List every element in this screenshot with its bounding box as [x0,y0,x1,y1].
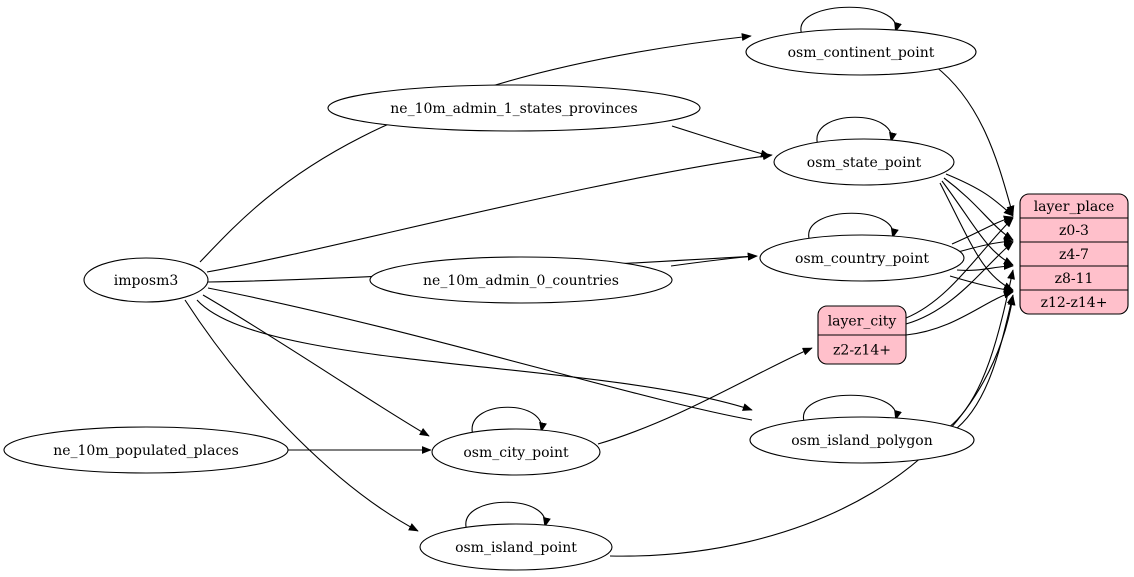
edge-state-z12_z14 [939,182,1014,291]
node-shape-ne_10m_admin_1_states_provinces [327,84,701,132]
node-osm_city_point[interactable]: osm_city_point [431,428,601,476]
record-row-layer_place-z4_7: z4-7 [1059,247,1089,263]
edge-island_polygon-z12_z14 [951,294,1015,433]
node-osm_country_point[interactable]: osm_country_point [759,234,965,282]
record-row-layer_place-z0_3: z0-3 [1059,223,1089,239]
record-shape-layer_place [1019,193,1129,315]
node-label-osm_state_point: osm_state_point [807,155,922,171]
record-row-layer_place-z8_11: z8-11 [1055,271,1094,287]
edge-layer_city-z12_z14 [905,290,1014,336]
edge-continent-z0_3 [934,65,1015,216]
node-shape-osm_country_point [759,234,965,282]
node-label-ne_10m_admin_1_states_provinces: ne_10m_admin_1_states_provinces [390,101,637,117]
node-osm_state_point[interactable]: osm_state_point [773,138,955,186]
nodes-layer: imposm3 ne_10m_admin_1_states_provincesne… [3,28,1129,571]
edge-layer_city-z4_7 [905,241,1014,325]
record-row-layer_place-header: layer_place [1034,199,1115,215]
edge-imposm3-island_polygon-guide [207,287,753,421]
node-shape-osm_city_point [431,428,601,476]
node-label-imposm3: imposm3 [114,273,179,289]
node-shape-ne_10m_admin_0_countries [369,256,673,304]
record-layer_city[interactable]: layer_city z2-z14+ [817,305,907,365]
node-shape-osm_island_point [419,523,613,571]
node-label-osm_city_point: osm_city_point [463,445,569,461]
node-imposm3[interactable]: imposm3 [83,257,209,303]
node-label-osm_continent_point: osm_continent_point [788,45,935,61]
record-layer_place[interactable]: layer_place z0-3 z4-7 z8-11 z12-z14+ [1019,193,1129,315]
edge-imposm3-osm_city_point [202,294,430,437]
node-ne_10m_admin_1_states_provinces[interactable]: ne_10m_admin_1_states_provinces [327,84,701,132]
node-osm_island_point[interactable]: osm_island_point [419,523,613,571]
edge-self-osm_continent_point [800,6,902,33]
edge-self-osm_city_point [471,406,547,433]
edge-island_point-z12_z14 [609,295,1016,557]
node-shape-osm_island_polygon [749,416,975,464]
edge-imposm3-osm_island_point [184,299,419,532]
edge-island_polygon-z8_11 [947,269,1015,429]
edge-country-z0_3 [951,215,1014,245]
node-shape-osm_state_point [773,138,955,186]
edge-layer_city-z0_3 [905,217,1014,319]
edge-self-osm_island_polygon [803,394,902,421]
edge-ne_countries-osm_country_point [670,252,758,267]
node-label-osm_island_polygon: osm_island_polygon [791,433,933,449]
node-osm_continent_point[interactable]: osm_continent_point [745,28,977,76]
node-shape-imposm3 [83,257,209,303]
edge-state-z8_11 [941,180,1014,266]
record-row-layer_city-header: layer_city [828,314,897,330]
edge-self-osm_country_point [808,212,899,239]
edge-country-z4_7 [957,237,1014,253]
edges-layer [184,6,1016,557]
node-ne_10m_admin_0_countries[interactable]: ne_10m_admin_0_countries [369,256,673,304]
edge-state-z4_7 [943,177,1014,241]
edge-imposm3-osm_island_polygon [196,299,753,411]
node-shape-osm_continent_point [745,28,977,76]
edge-city_point-layer_city [597,347,813,445]
edge-self-osm_state_point [816,116,897,143]
edge-self-osm_island_point [465,501,551,528]
edge-ne_states-osm_state_point [671,125,771,158]
edge-state-z0_3 [945,173,1014,217]
node-shape-ne_10m_populated_places [3,426,289,474]
edge-imposm3-osm_continent_point [199,33,752,263]
node-label-osm_island_point: osm_island_point [455,540,577,556]
node-label-ne_10m_admin_0_countries: ne_10m_admin_0_countries [423,273,619,289]
node-label-osm_country_point: osm_country_point [795,251,929,267]
node-osm_island_polygon[interactable]: osm_island_polygon [749,416,975,464]
edge-imposm3-osm_state_point [206,152,773,273]
node-ne_10m_populated_places[interactable]: ne_10m_populated_places [3,426,289,474]
record-row-layer_city-z2_z14: z2-z14+ [833,343,891,359]
node-label-ne_10m_populated_places: ne_10m_populated_places [53,443,239,459]
edge-country-z8_11 [956,262,1014,271]
record-row-layer_place-z12_z14: z12-z14+ [1041,295,1108,311]
